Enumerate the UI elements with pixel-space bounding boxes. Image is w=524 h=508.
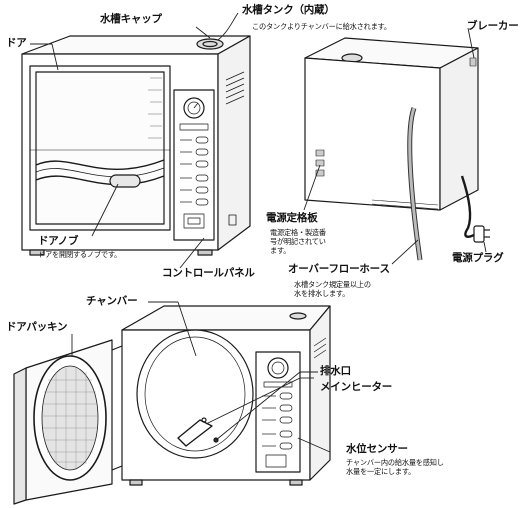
label-main-heater: メインヒーター: [320, 381, 393, 393]
label-rating-plate: 電源定格板: [266, 212, 318, 224]
label-door: ドア: [6, 37, 27, 49]
autoclave-front-view: [21, 35, 251, 256]
label-water-sensor: 水位センサー: [346, 443, 408, 455]
label-breaker: ブレーカー: [467, 20, 519, 32]
note-rating-plate: 電源定格・製造番 号が明記されてい ます。: [270, 228, 326, 255]
power-plug-shape: [473, 225, 485, 243]
label-water-cap: 水槽キャップ: [100, 13, 162, 25]
label-power-plug: 電源プラグ: [452, 252, 504, 264]
label-door-gasket: ドアパッキン: [6, 321, 68, 333]
door-knob-shape: [109, 174, 141, 188]
autoclave-rear-view: [304, 37, 490, 261]
label-drain: 排水口: [320, 365, 351, 377]
heater-coil: [177, 419, 213, 447]
label-control-panel: コントロールパネル: [162, 267, 255, 279]
leader-lines: [30, 12, 487, 453]
autoclave-door-open-view: [13, 305, 331, 505]
label-chamber: チャンバー: [86, 295, 138, 307]
chamber-shape: [136, 329, 254, 459]
note-water-sensor: チャンバー内の給水量を感知し 水量を一定にします。: [346, 458, 444, 476]
label-water-tank: 水槽タンク（内蔵）: [242, 4, 335, 16]
water-cap-shape: [196, 38, 224, 50]
power-cord: [460, 175, 479, 238]
note-water-tank: このタンクよりチャンバーに給水されます。: [252, 22, 391, 31]
note-overflow-hose: 水槽タンク規定量以上の 水を排水します。: [294, 280, 371, 298]
note-door-knob: ドアを開閉するノブです。: [38, 250, 122, 259]
label-door-knob: ドアノブ: [38, 235, 79, 247]
label-overflow-hose: オーバーフローホース: [288, 263, 390, 275]
